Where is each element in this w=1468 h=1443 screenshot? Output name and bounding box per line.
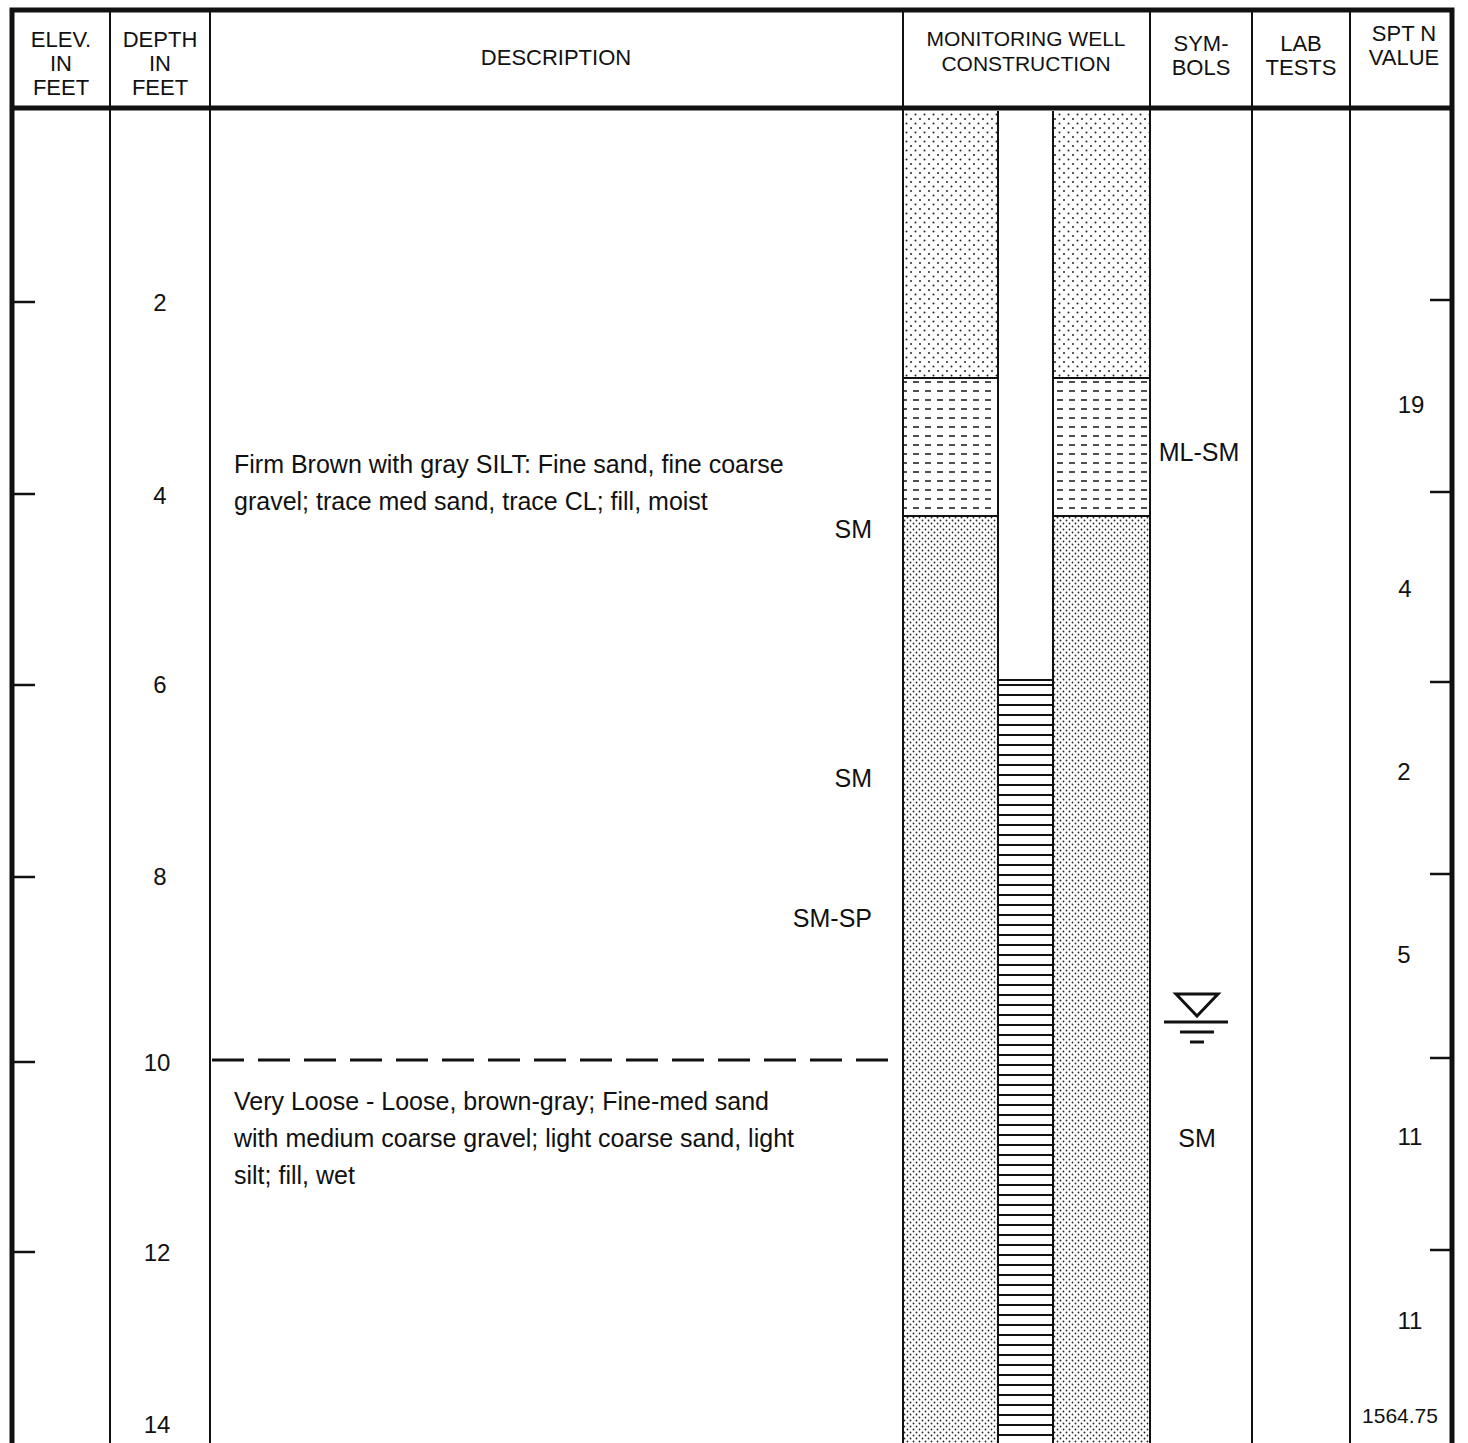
water-table-symbol [1164,994,1228,1042]
spt-value: 2 [1397,758,1410,787]
depth-number: 8 [153,863,166,892]
depth-number: 12 [144,1239,171,1268]
soil-symbol: SM [1178,1123,1216,1153]
spt-value: 11 [1398,1123,1423,1152]
depth-number: 2 [153,289,166,318]
column-header: MONITORING WELL CONSTRUCTION [906,26,1146,76]
depth-number: 4 [153,482,166,511]
column-header: DEPTH IN FEET [123,28,198,100]
well-fill [903,111,1150,1443]
spt-value: 4 [1398,575,1411,604]
depth-number: 14 [144,1411,171,1440]
column-header: SPT N VALUE [1369,22,1440,70]
spt-value: 19 [1398,391,1425,420]
soil-class: SM-SP [793,903,872,933]
layer-boundary [212,1059,900,1062]
column-header: ELEV. IN FEET [31,28,91,100]
soil-class: SM [835,514,873,544]
spt-value: 5 [1397,941,1410,970]
column-header: DESCRIPTION [481,45,631,71]
column-header: SYM- BOLS [1172,32,1231,80]
grid-lines [12,10,1452,1443]
soil-description: Very Loose - Loose, brown-gray; Fine-med… [234,1083,814,1194]
depth-number: 6 [153,671,166,700]
soil-symbol: ML-SM [1159,437,1240,467]
spt-value: 11 [1398,1307,1423,1336]
soil-class: SM [835,763,873,793]
elevation-note: 1564.75 [1362,1403,1438,1428]
column-header: LAB TESTS [1266,32,1337,80]
depth-number: 10 [144,1049,171,1078]
soil-description: Firm Brown with gray SILT: Fine sand, fi… [234,446,794,520]
